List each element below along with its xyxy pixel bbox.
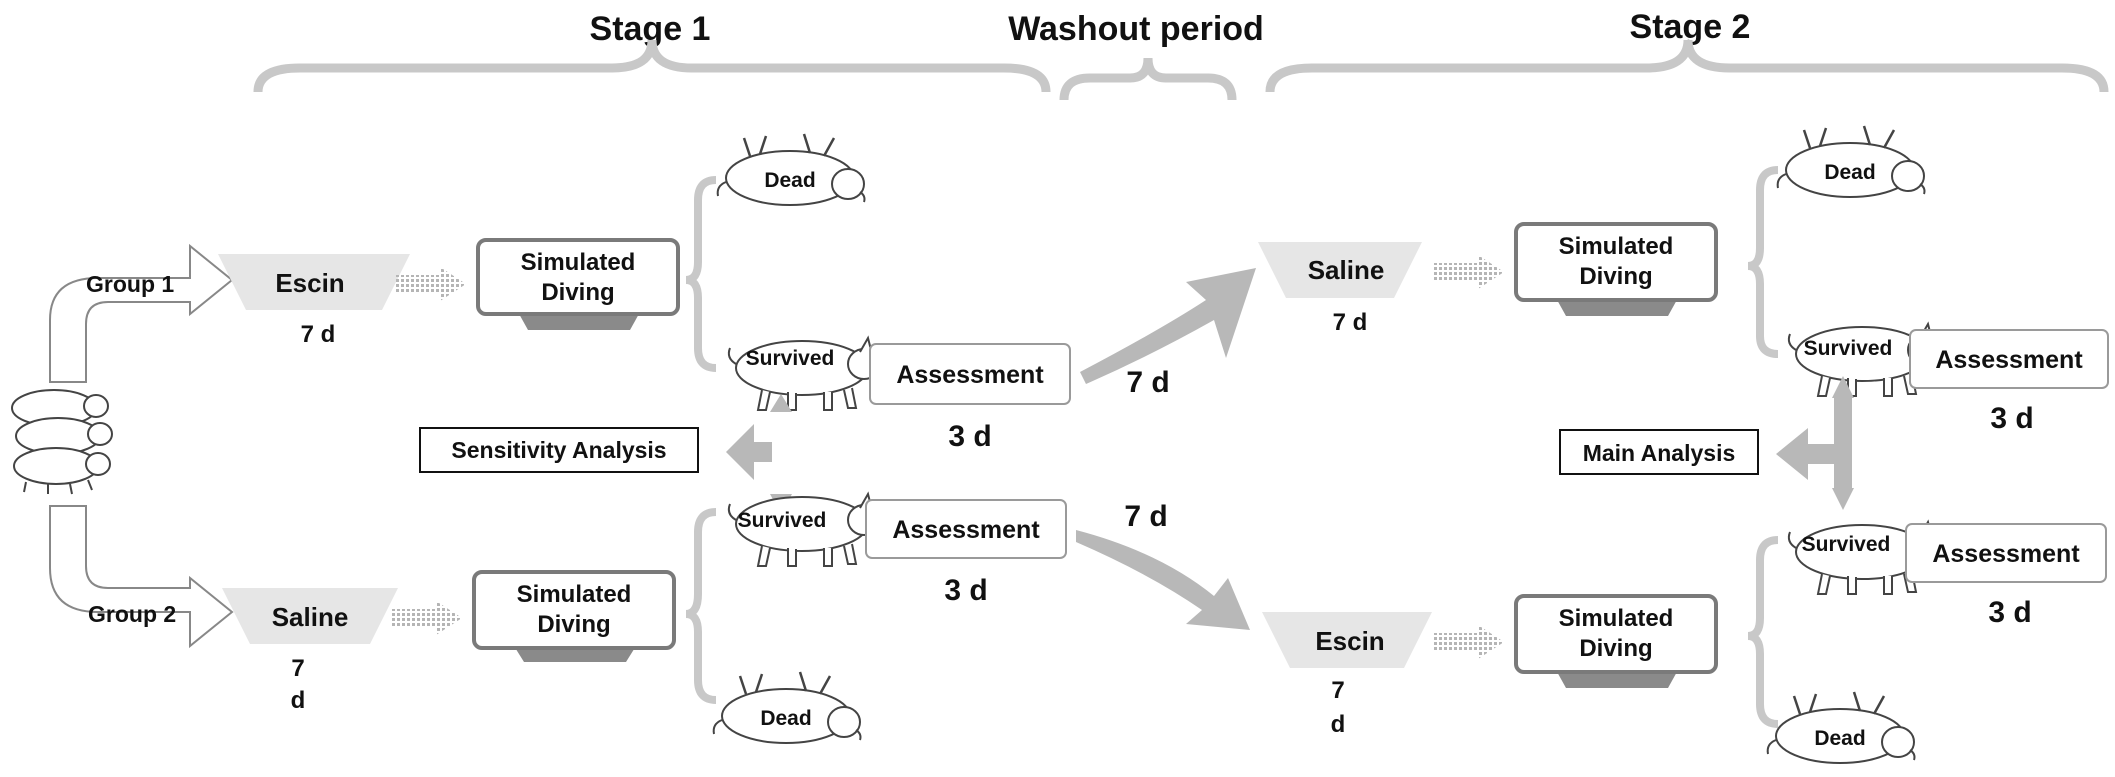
- washout-period-title: Washout period: [1008, 10, 1264, 48]
- outcome-brace-g2-s1: [685, 508, 717, 704]
- dotted-arrow-g2-s1: [392, 601, 462, 635]
- outcome-brace-g1-s2: [1747, 166, 1779, 358]
- dead-pig-icon-g2-s2: Dead: [1766, 690, 1916, 765]
- svg-text:Dead: Dead: [1814, 727, 1865, 750]
- assessment-box-g1-s2: Assessment: [1909, 329, 2109, 389]
- svg-text:Assessment: Assessment: [896, 361, 1044, 389]
- treatment-saline-g1-s2: [1258, 242, 1422, 298]
- svg-text:Survived: Survived: [746, 347, 835, 370]
- main-analysis-box: Main Analysis: [1559, 429, 1759, 475]
- survived-pig-icon-g2-s1: Survived: [727, 493, 884, 567]
- treatment-escin-g1-s1: [218, 254, 410, 310]
- sensitivity-double-arrow: [726, 394, 792, 514]
- dotted-arrow-g1-s2: [1434, 255, 1504, 289]
- svg-text:Main Analysis: Main Analysis: [1583, 440, 1736, 466]
- svg-text:Simulated: Simulated: [517, 581, 632, 608]
- assessment-duration-g1-s1: 3 d: [948, 420, 991, 453]
- assessment-duration-g2-s1: 3 d: [944, 574, 987, 607]
- simulated-diving-g1-s2: Simulated Diving: [1514, 222, 1718, 316]
- assessment-box-g2-s2: Assessment: [1905, 523, 2107, 583]
- svg-text:Diving: Diving: [1579, 263, 1652, 290]
- assessment-box-g2-s1: Assessment: [865, 499, 1067, 559]
- assessment-box-g1-s1: Assessment: [869, 343, 1071, 405]
- dose-duration-7-g2-s2: 7: [1331, 677, 1344, 704]
- simulated-diving-g2-s2: Simulated Diving: [1514, 594, 1718, 688]
- group-1-arrow: [49, 243, 234, 383]
- svg-text:Dead: Dead: [764, 169, 815, 192]
- pig-herd-icon: [11, 389, 113, 495]
- stage-2-brace: [1265, 39, 2109, 93]
- treatment-saline-g2-s1-label: Saline: [272, 602, 349, 632]
- dose-duration-d-g2-s2: d: [1331, 711, 1346, 738]
- dotted-arrow-g2-s2: [1434, 625, 1504, 659]
- stage-2-title: Stage 2: [1630, 8, 1751, 46]
- stage-1-brace: [253, 39, 1051, 93]
- survived-pig-icon-g2-s2: Survived: [1787, 521, 1944, 595]
- svg-text:Survived: Survived: [1802, 533, 1891, 556]
- sensitivity-analysis-box: Sensitivity Analysis: [419, 427, 699, 473]
- outcome-brace-g2-s2: [1747, 536, 1779, 728]
- assessment-duration-g2-s2: 3 d: [1988, 596, 2031, 629]
- group-2-arrow: [49, 505, 234, 649]
- svg-text:Sensitivity Analysis: Sensitivity Analysis: [451, 437, 666, 463]
- dead-pig-icon-g2-s1: Dead: [712, 670, 862, 745]
- simulated-diving-g1-s1: Simulated Diving: [476, 238, 680, 330]
- survived-pig-icon-g1-s2: Survived: [1787, 323, 1944, 397]
- crossover-arrow-down: [1076, 530, 1250, 630]
- treatment-escin-g2-s2-label: Escin: [1315, 626, 1384, 656]
- svg-text:Simulated: Simulated: [1559, 605, 1674, 632]
- survived-pig-icon-g1-s1: Survived: [727, 337, 884, 411]
- dotted-arrow-g1-s1: [396, 267, 466, 301]
- outcome-brace-g1-s1: [685, 176, 717, 372]
- svg-text:Dead: Dead: [760, 707, 811, 730]
- dose-duration-g1-s1: 7 d: [301, 321, 336, 348]
- svg-text:Assessment: Assessment: [1932, 540, 2080, 568]
- dose-duration-7-g2-s1: 7: [291, 655, 304, 682]
- treatment-escin-g1-s1-label: Escin: [275, 268, 344, 298]
- dose-duration-g1-s2: 7 d: [1333, 309, 1368, 336]
- svg-text:Assessment: Assessment: [892, 516, 1040, 544]
- treatment-escin-g2-s2: [1262, 612, 1432, 668]
- svg-text:Diving: Diving: [1579, 635, 1652, 662]
- svg-text:Dead: Dead: [1824, 161, 1875, 184]
- treatment-saline-g2-s1: [222, 588, 398, 644]
- group-2-label: Group 2: [88, 601, 176, 627]
- svg-text:Survived: Survived: [1804, 337, 1893, 360]
- svg-text:Diving: Diving: [537, 611, 610, 638]
- simulated-diving-g2-s1: Simulated Diving: [472, 570, 676, 662]
- svg-text:Assessment: Assessment: [1935, 346, 2083, 374]
- dose-duration-d-g2-s1: d: [291, 687, 306, 714]
- washout-duration-down: 7 d: [1124, 500, 1167, 533]
- svg-text:Survived: Survived: [738, 509, 827, 532]
- washout-brace: [1059, 57, 1237, 101]
- svg-text:Simulated: Simulated: [521, 249, 636, 276]
- dead-pig-icon-g1-s2: Dead: [1776, 124, 1926, 199]
- washout-duration-up: 7 d: [1126, 366, 1169, 399]
- dead-pig-icon-g1-s1: Dead: [716, 132, 866, 207]
- crossover-arrow-up: [1080, 268, 1256, 384]
- treatment-saline-g1-s2-label: Saline: [1308, 255, 1385, 285]
- assessment-duration-g1-s2: 3 d: [1990, 402, 2033, 435]
- group-1-label: Group 1: [86, 271, 174, 297]
- main-analysis-double-arrow: [1776, 376, 1854, 510]
- svg-text:Simulated: Simulated: [1559, 233, 1674, 260]
- svg-text:Diving: Diving: [541, 279, 614, 306]
